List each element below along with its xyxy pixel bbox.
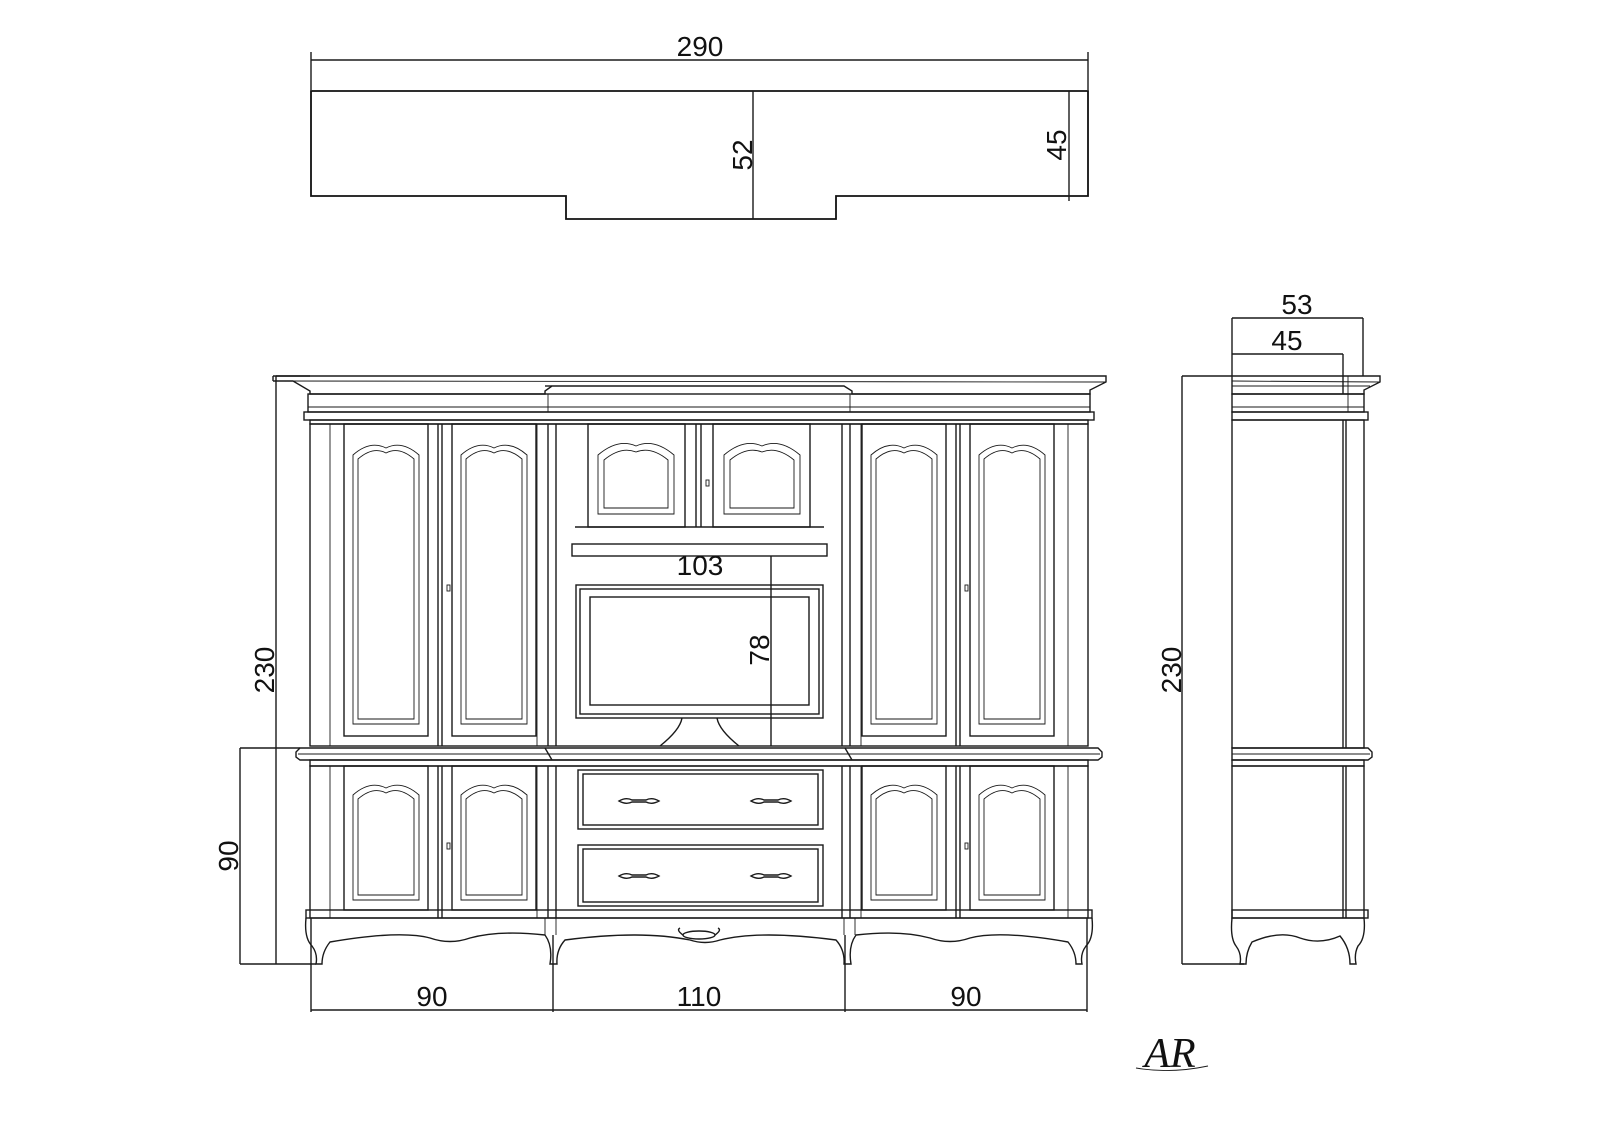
base	[304, 909, 1094, 965]
upper-center-doors	[575, 423, 824, 528]
side-inner-depth-dim: 45	[1271, 325, 1302, 356]
drawer-handle-icon	[617, 798, 661, 804]
total-height-dim: 230	[249, 647, 280, 694]
logo-swash-icon	[1135, 1065, 1209, 1072]
upper-left-doors	[343, 423, 537, 746]
ornament-icon	[682, 930, 716, 940]
drawers	[577, 769, 824, 907]
front-view: 103 78	[213, 375, 1107, 1012]
front-dimensions: 230 90 90 110 90	[213, 375, 1088, 1012]
upper-right-doors	[861, 423, 1055, 746]
left-width-dim: 90	[416, 981, 447, 1012]
top-side-depth-dim: 45	[1041, 129, 1072, 160]
side-view: 53 45 230	[1156, 289, 1381, 965]
right-width-dim: 90	[950, 981, 981, 1012]
drawer-handle-icon	[617, 873, 661, 879]
side-outer-depth-dim: 53	[1281, 289, 1312, 320]
top-center-depth-dim: 52	[727, 139, 758, 170]
tv-height-dim: 78	[744, 634, 775, 665]
top-width-dim: 290	[677, 31, 724, 62]
tv-niche: 103 78	[571, 543, 828, 747]
center-width-dim: 110	[677, 981, 722, 1012]
lower-left-doors	[343, 765, 537, 918]
top-view: 290 52 45	[310, 31, 1089, 220]
drawer-handle-icon	[749, 873, 793, 879]
drawer-handle-icon	[749, 798, 793, 804]
side-height-dim: 230	[1156, 647, 1187, 694]
lower-right-doors	[861, 765, 1055, 918]
top-view-outline	[310, 90, 1089, 220]
tv-width-dim: 103	[677, 550, 724, 581]
lower-height-dim: 90	[213, 840, 244, 871]
